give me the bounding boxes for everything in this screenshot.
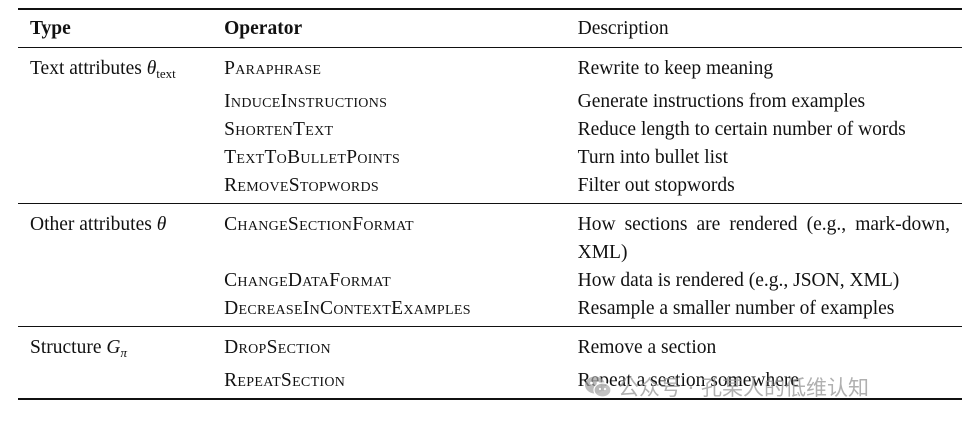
table-row: TextToBulletPoints Turn into bullet list xyxy=(18,144,962,172)
cell-operator: RepeatSection xyxy=(224,367,578,400)
table-header-row: Type Operator Description xyxy=(18,8,962,48)
cell-operator: ShortenText xyxy=(224,119,334,140)
table-row: ShortenText Reduce length to certain numb… xyxy=(18,116,962,144)
type-symbol: θ xyxy=(146,58,157,79)
cell-type xyxy=(18,88,224,116)
cell-description: Remove a section xyxy=(577,326,962,367)
header-type: Type xyxy=(18,8,225,48)
operator-table: Type Operator Description Text attribute… xyxy=(18,8,962,400)
cell-type xyxy=(18,367,225,400)
cell-type xyxy=(18,267,224,295)
cell-description: Repeat a section somewhere xyxy=(577,367,962,400)
cell-description: Generate instructions from examples xyxy=(577,91,866,112)
cell-description: Reduce length to certain number of words xyxy=(577,119,906,140)
cell-type xyxy=(18,172,224,204)
cell-description: Filter out stopwords xyxy=(577,175,735,196)
cell-operator: DropSection xyxy=(224,326,578,367)
cell-operator: InduceInstructions xyxy=(224,91,388,112)
cell-operator: DecreaseInContextExamples xyxy=(224,298,471,319)
cell-description: Resample a smaller number of examples xyxy=(577,298,895,319)
type-subscript: text xyxy=(156,66,176,81)
header-operator: Operator xyxy=(224,8,578,48)
type-label: Structure xyxy=(30,337,107,358)
type-symbol: G xyxy=(106,337,121,358)
cell-operator: ChangeDataFormat xyxy=(224,270,391,291)
cell-description: How data is rendered (e.g., JSON, XML) xyxy=(577,270,900,291)
type-label: Other attributes xyxy=(30,214,157,235)
type-label: Text attributes xyxy=(30,58,147,79)
header-description: Description xyxy=(577,8,962,48)
cell-type xyxy=(18,116,224,144)
cell-operator: RemoveStopwords xyxy=(224,175,380,196)
cell-operator: Paraphrase xyxy=(224,47,578,88)
table-row: DecreaseInContextExamples Resample a smal… xyxy=(18,295,962,327)
cell-type xyxy=(18,295,224,327)
cell-operator: ChangeSectionFormat xyxy=(224,203,578,267)
operator-table-container: Type Operator Description Text attribute… xyxy=(18,8,962,400)
cell-type: Structure Gπ xyxy=(18,326,225,367)
type-symbol: θ xyxy=(156,214,167,235)
cell-type: Other attributes θ xyxy=(18,203,225,267)
cell-type: Text attributes θtext xyxy=(18,47,225,88)
table-row: RemoveStopwords Filter out stopwords xyxy=(18,172,962,204)
type-subscript: π xyxy=(120,345,127,360)
cell-type xyxy=(18,144,224,172)
cell-description: How sections are rendered (e.g., mark-do… xyxy=(577,203,962,267)
table-row: InduceInstructions Generate instructions … xyxy=(18,88,962,116)
cell-description: Turn into bullet list xyxy=(577,147,729,168)
table-row: ChangeDataFormat How data is rendered (e.… xyxy=(18,267,962,295)
cell-operator: TextToBulletPoints xyxy=(224,147,401,168)
cell-description: Rewrite to keep meaning xyxy=(577,47,962,88)
